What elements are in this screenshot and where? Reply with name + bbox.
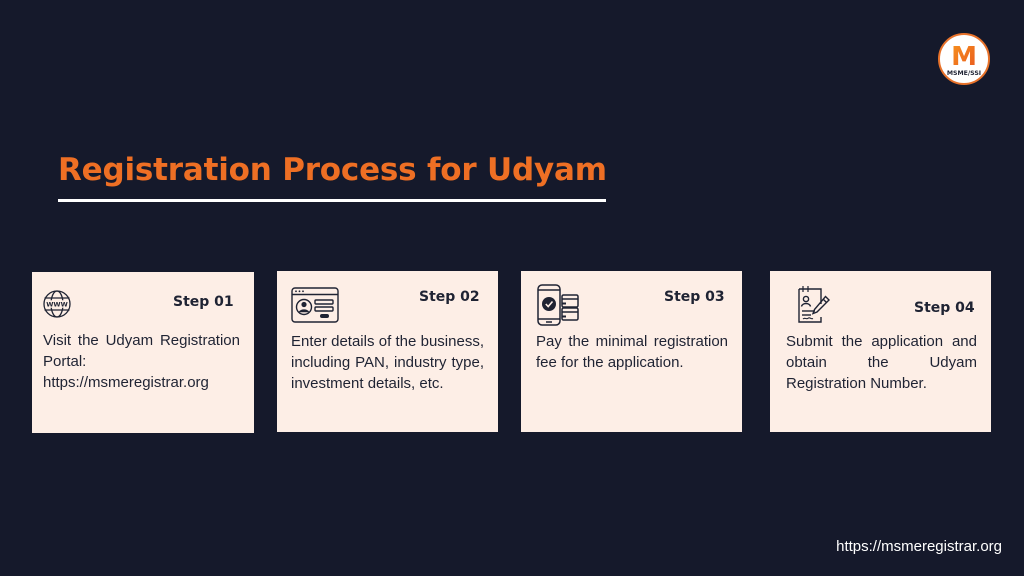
step-label: Step 03: [664, 289, 725, 305]
title-underline: [58, 199, 606, 202]
step-description: Enter details of the business, including…: [291, 333, 484, 392]
step-card-3: Step 03 Pay the minimal registration fee…: [521, 271, 742, 432]
footer-url: https://msmeregistrar.org: [836, 538, 1002, 555]
step-description: Visit the Udyam Registration Portal: htt…: [43, 332, 240, 391]
www-globe-icon: WWW: [42, 289, 72, 319]
signed-document-icon: [797, 284, 831, 324]
mobile-payment-icon: [536, 284, 580, 326]
browser-profile-form-icon: [291, 287, 339, 323]
step-label: Step 04: [914, 300, 975, 316]
page-title: Registration Process for Udyam: [58, 152, 607, 188]
step-card-1: WWW Step 01 Visit the Udyam Registration…: [32, 272, 254, 433]
step-card-2: Step 02 Enter details of the business, i…: [277, 271, 498, 432]
msme-logo: M MSME/SSI: [938, 33, 990, 85]
step-description: Pay the minimal registration fee for the…: [536, 333, 728, 371]
logo-text: MSME/SSI: [947, 70, 981, 77]
step-description: Submit the application and obtain the Ud…: [786, 333, 977, 392]
step-label: Step 02: [419, 289, 480, 305]
logo-letter: M: [951, 42, 977, 72]
step-label: Step 01: [173, 294, 234, 310]
step-card-4: Step 04 Submit the application and obtai…: [770, 271, 991, 432]
svg-text:WWW: WWW: [46, 300, 68, 308]
